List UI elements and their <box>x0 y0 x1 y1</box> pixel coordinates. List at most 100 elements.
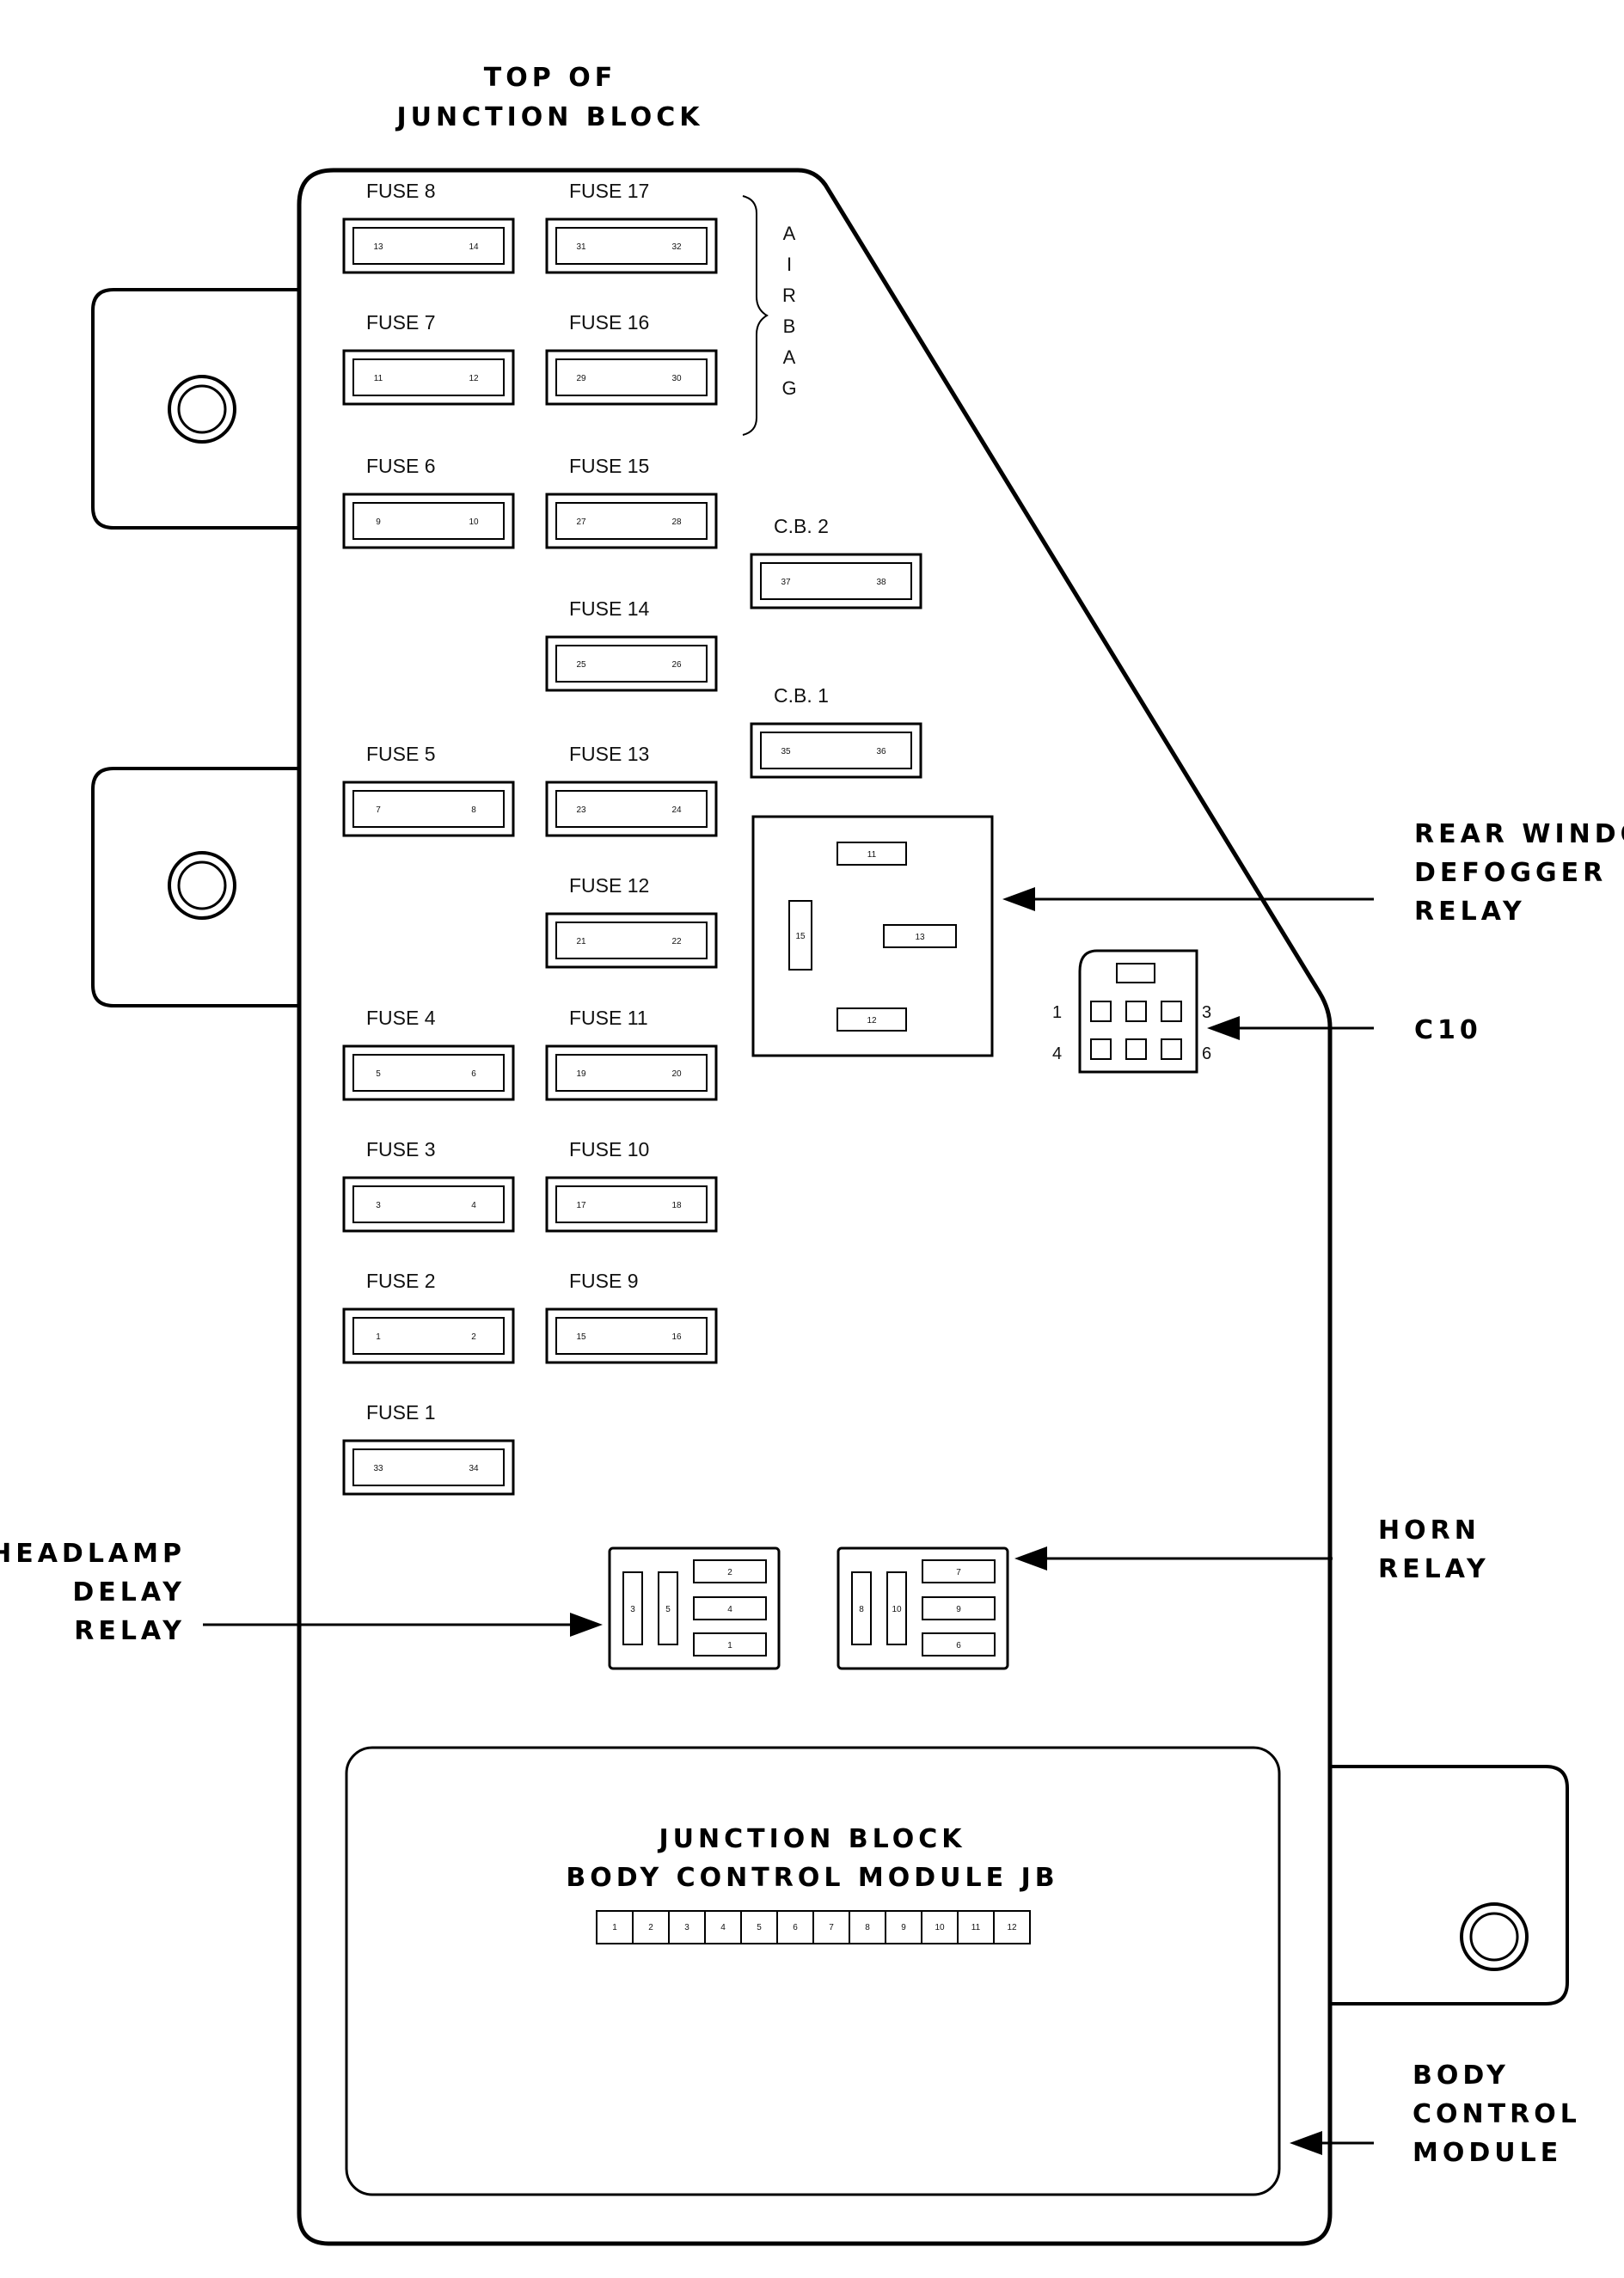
rear-window-defogger-relay: 11 15 13 12 <box>751 815 994 1057</box>
fuse-label: FUSE 15 <box>569 455 649 477</box>
bcm-pin-label: 12 <box>1007 1923 1017 1932</box>
relay-pin-label: 10 <box>892 1605 902 1614</box>
fuse: FUSE 4 5 6 <box>342 1007 515 1101</box>
rear-window-relay-label-line-2: DEFOGGER <box>1414 858 1607 888</box>
bcm-pin-label: 4 <box>720 1923 726 1932</box>
fuse-label: FUSE 4 <box>366 1007 436 1029</box>
fuse-pin-label: 29 <box>576 374 586 383</box>
headlamp-relay-label-line-1: HEADLAMP <box>0 1539 186 1569</box>
fuse-label: FUSE 7 <box>366 311 436 334</box>
fuse-label: FUSE 5 <box>366 743 436 765</box>
relay-pin-label: 9 <box>956 1605 961 1614</box>
bcm-pin-label: 7 <box>829 1923 834 1932</box>
fuse-pin-label: 10 <box>469 517 479 527</box>
relay-pin-label: 1 <box>727 1641 732 1650</box>
horn-relay-label-line-2: RELAY <box>1378 1554 1490 1584</box>
c10-pin-number: 6 <box>1202 1044 1211 1063</box>
bcm-label-line-1: BODY <box>1413 2061 1510 2091</box>
diagram-title-line-2: JUNCTION BLOCK <box>395 102 703 132</box>
relay-pin-label: 5 <box>665 1605 671 1614</box>
bcm-label-line-2: CONTROL <box>1413 2099 1581 2129</box>
bcm-pin-label: 6 <box>793 1923 798 1932</box>
fuse-pin-label: 22 <box>671 937 682 946</box>
bcm-pin-label: 2 <box>648 1923 653 1932</box>
fuse-pin-label: 21 <box>576 937 586 946</box>
fuse-pin-label: 28 <box>671 517 682 527</box>
rear-window-relay-callout: REAR WINDOW DEFOGGER RELAY <box>1002 819 1624 927</box>
fuse-label: FUSE 17 <box>569 180 649 202</box>
c10-connector: 1 3 4 6 <box>1052 949 1211 1074</box>
horn-relay-callout: HORN RELAY <box>1014 1516 1490 1584</box>
airbag-letter: A <box>783 346 796 368</box>
fuse-label: FUSE 10 <box>569 1138 649 1160</box>
airbag-letter: B <box>783 315 796 337</box>
fuse-pin-label: 25 <box>576 660 586 670</box>
fuse-label: FUSE 11 <box>569 1007 648 1029</box>
fuse-label: FUSE 3 <box>366 1138 436 1160</box>
fuse-label: C.B. 1 <box>774 684 829 707</box>
fuse-pin-label: 17 <box>576 1201 586 1210</box>
c10-label: C10 <box>1414 1015 1482 1045</box>
mounting-tab-middle-left <box>91 767 299 1007</box>
relay-pin-label: 11 <box>867 850 877 860</box>
fuse-pin-label: 18 <box>671 1201 682 1210</box>
fuse-pin-label: 6 <box>471 1069 476 1079</box>
rear-window-relay-label-line-3: RELAY <box>1414 897 1526 927</box>
fuse-pin-label: 37 <box>781 578 791 587</box>
headlamp-relay-label-line-3: RELAY <box>74 1616 186 1646</box>
fuse: FUSE 10 17 18 <box>545 1138 718 1233</box>
fuse-pin-label: 2 <box>471 1332 476 1342</box>
bcm-pin-label: 3 <box>684 1923 689 1932</box>
headlamp-relay-callout: HEADLAMP DELAY RELAY <box>0 1539 603 1646</box>
relay-pin-label: 2 <box>727 1568 732 1577</box>
fuse: FUSE 6 9 10 <box>342 455 515 549</box>
fuse-pin-label: 26 <box>671 660 682 670</box>
fuse-pin-label: 5 <box>376 1069 381 1079</box>
fuse-pin-label: 1 <box>376 1332 381 1342</box>
fuse-label: FUSE 2 <box>366 1270 436 1292</box>
horn-relay: 8 10 7 9 6 <box>837 1546 1009 1670</box>
fuse-pin-label: 32 <box>671 242 682 252</box>
relay-pin-label: 12 <box>867 1016 877 1026</box>
relay-pin-label: 4 <box>727 1605 732 1614</box>
mounting-tab-top-left <box>91 288 299 530</box>
fuse-label: FUSE 16 <box>569 311 649 334</box>
fuse: FUSE 2 1 2 <box>342 1270 515 1364</box>
fuse-pin-label: 15 <box>576 1332 586 1342</box>
relay-pin-label: 13 <box>915 933 925 942</box>
fuse-label: FUSE 6 <box>366 455 436 477</box>
bcm-title-line-1: JUNCTION BLOCK <box>657 1824 965 1854</box>
relay-pin-label: 6 <box>956 1641 961 1650</box>
bcm-label-line-3: MODULE <box>1413 2138 1562 2168</box>
fuse-pin-label: 31 <box>576 242 586 252</box>
junction-block-outline <box>297 168 1333 2246</box>
bcm-title-line-2: BODY CONTROL MODULE JB <box>566 1863 1058 1893</box>
fuse: FUSE 15 27 28 <box>545 455 718 549</box>
fuse: FUSE 17 31 32 <box>545 180 718 274</box>
airbag-letter: A <box>783 223 796 244</box>
fuse-pin-label: 27 <box>576 517 586 527</box>
fuse-pin-label: 8 <box>471 805 476 815</box>
fuse-pin-label: 19 <box>576 1069 586 1079</box>
relay-pin-label: 15 <box>795 932 806 941</box>
bcm-pin-label: 8 <box>865 1923 870 1932</box>
fuse-pin-label: 9 <box>376 517 381 527</box>
fuse-pin-label: 36 <box>876 747 886 756</box>
headlamp-relay-label-line-2: DELAY <box>72 1577 186 1607</box>
fuse-pin-label: 24 <box>671 805 682 815</box>
fuse-pin-label: 14 <box>469 242 479 252</box>
mounting-tab-bottom-right <box>1330 1765 1569 2005</box>
fuse-pin-label: 38 <box>876 578 886 587</box>
